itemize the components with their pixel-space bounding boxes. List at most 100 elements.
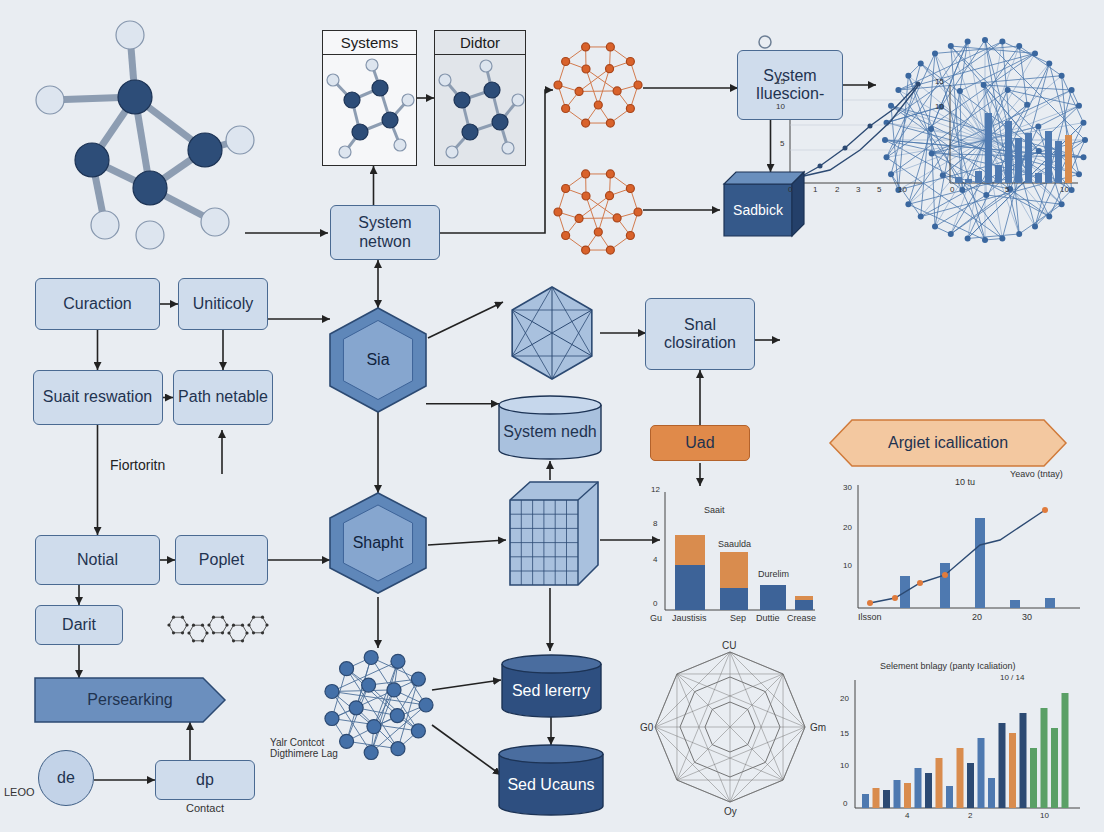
cube-edge xyxy=(578,482,598,500)
node-label: Sadbick xyxy=(729,202,787,218)
cluster-atom xyxy=(606,246,614,254)
radar-spoke xyxy=(677,652,730,674)
network-node-dot xyxy=(905,73,911,79)
network-node-dot xyxy=(391,654,405,668)
data-point xyxy=(942,572,948,578)
grid-line xyxy=(566,500,567,585)
cluster-atom xyxy=(606,65,614,73)
network-link xyxy=(1010,126,1038,188)
chart-axis xyxy=(665,492,666,610)
network-node-dot xyxy=(957,88,963,94)
flow-arrow xyxy=(221,430,223,474)
network-node-dot xyxy=(411,724,425,738)
chart-bar xyxy=(1055,141,1062,183)
chart-bar xyxy=(1041,708,1048,808)
chart-label: 2 xyxy=(968,812,972,821)
process-box: Uniticoly xyxy=(178,278,268,330)
facet-line xyxy=(512,333,552,356)
network-node-dot xyxy=(411,672,425,686)
cluster-bond xyxy=(598,196,609,232)
flow-arrow xyxy=(428,540,506,545)
cluster-atom xyxy=(594,101,602,109)
flow-arrow xyxy=(643,87,738,89)
radar-spoke xyxy=(677,652,730,780)
network-link xyxy=(898,76,908,190)
network-node-dot xyxy=(965,39,971,45)
radar-spoke xyxy=(730,652,783,780)
chart-bar xyxy=(720,552,748,588)
chart-bar xyxy=(760,585,786,610)
chart-label: 2 xyxy=(835,186,839,195)
node-label: de xyxy=(53,769,79,787)
network-node-dot xyxy=(387,683,401,697)
network-link xyxy=(935,195,986,227)
network-link xyxy=(347,669,398,749)
chart-label: 30 xyxy=(1022,613,1032,623)
network-link xyxy=(1002,42,1019,234)
grid-line xyxy=(510,571,578,572)
network-node-dot xyxy=(1005,87,1011,93)
chart-bar xyxy=(1015,138,1022,183)
node-label: Curaction xyxy=(59,295,135,313)
cube-box: Sadbick xyxy=(724,172,804,236)
ring-structure xyxy=(189,625,207,641)
cluster-atom xyxy=(634,208,642,216)
network-node-dot xyxy=(325,712,339,726)
cylinder-top xyxy=(502,655,601,673)
network-node-dot xyxy=(1032,224,1038,230)
hexagon-node: Sia xyxy=(330,308,426,412)
connector-arrow xyxy=(426,403,499,405)
network-link xyxy=(908,76,985,240)
chart-bar xyxy=(795,600,813,610)
network-node-dot xyxy=(959,187,965,193)
chart-bar xyxy=(883,790,890,808)
network-node-dot xyxy=(364,650,378,664)
chart-bar xyxy=(967,763,974,808)
node-label: dp xyxy=(192,771,218,789)
process-box: Notial xyxy=(35,535,160,585)
cluster-atom xyxy=(626,232,634,240)
chart-bar xyxy=(862,794,869,808)
illustration-group xyxy=(36,21,1088,808)
chart-label: 20 xyxy=(972,613,982,623)
facet-line xyxy=(552,310,592,379)
network-node-dot xyxy=(1069,187,1075,193)
chart-label: Oy xyxy=(724,806,737,817)
process-box: Poplet xyxy=(175,535,268,585)
network-node-dot xyxy=(1080,120,1086,126)
atom-dot xyxy=(192,624,195,627)
atom-dot xyxy=(225,623,228,626)
cluster-atom xyxy=(582,192,590,200)
network-link xyxy=(951,105,1027,234)
network-link xyxy=(1038,126,1061,204)
network-node-dot xyxy=(981,82,987,88)
atom-dot xyxy=(241,624,244,627)
connector-arrow xyxy=(699,370,701,425)
atom-dot xyxy=(252,616,255,619)
flow-arrow xyxy=(428,302,503,338)
atom-dot xyxy=(187,631,190,634)
atom-dot xyxy=(172,631,175,634)
chart-bar xyxy=(894,780,901,808)
network-node-dot xyxy=(1032,50,1038,56)
arrow-banner: Persearking xyxy=(35,678,225,722)
chart-label: 0 xyxy=(843,800,847,809)
network-link xyxy=(887,107,942,123)
network-node-dot xyxy=(1024,102,1030,108)
process-box: System netwon xyxy=(330,205,440,260)
cluster-bond xyxy=(579,90,617,92)
dark-atom xyxy=(484,82,500,98)
chart-axis xyxy=(790,183,922,184)
flow-arrow xyxy=(549,588,551,651)
facet-line xyxy=(552,333,553,379)
data-point xyxy=(818,164,823,169)
radar-spoke xyxy=(655,727,783,780)
hexagon-inner xyxy=(343,320,412,399)
chart-bar xyxy=(915,768,922,808)
atom-dot xyxy=(232,624,235,627)
network-node-dot xyxy=(349,701,363,715)
chart-label: 0 xyxy=(653,600,657,609)
connector-arrow xyxy=(417,97,434,99)
data-point xyxy=(916,82,921,87)
network-node-dot xyxy=(929,151,935,157)
